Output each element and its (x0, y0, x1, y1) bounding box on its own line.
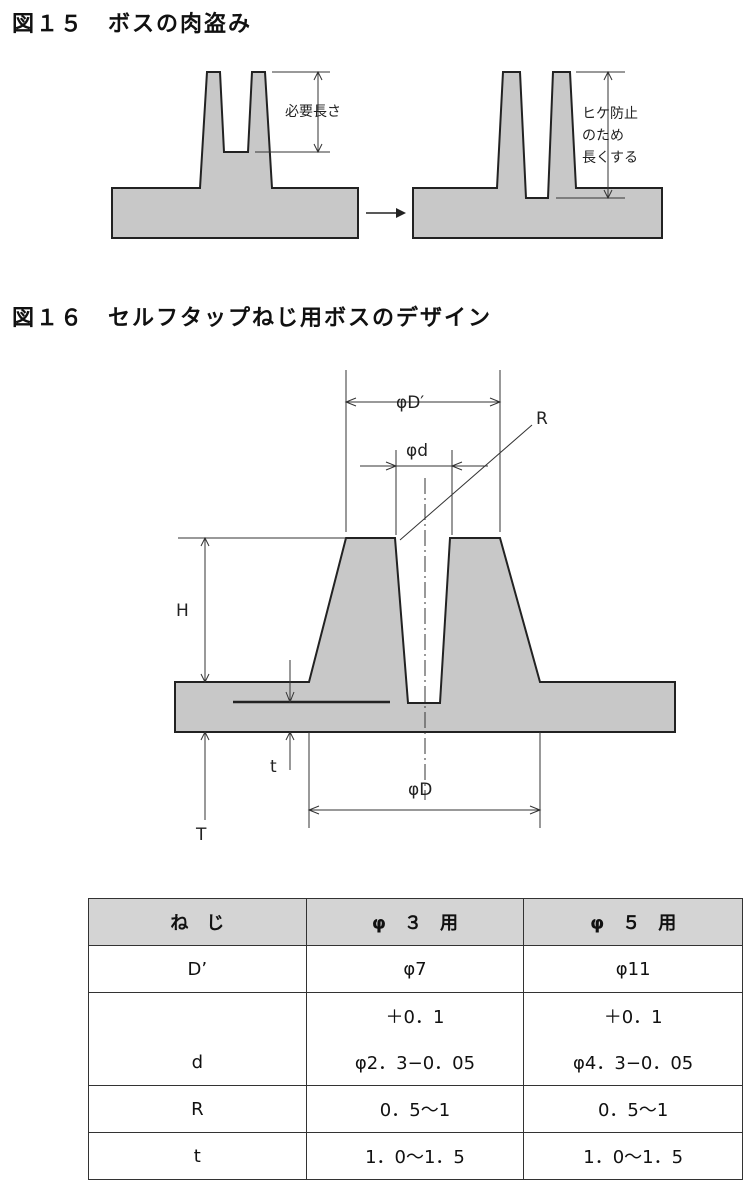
cell-phi5: 0．5〜1 (523, 1085, 743, 1133)
header-phi3: φ ３ 用 (305, 898, 525, 946)
row-label: R (88, 1085, 307, 1133)
cell-phi5-value: φ4．3−0．05 (573, 1053, 694, 1074)
sink-prevention-label: ヒケ防止 のため 長くする (582, 106, 638, 166)
cell-phi3: 0．5〜1 (305, 1085, 525, 1133)
table-row: D’ φ7 φ11 (88, 945, 743, 993)
boss-spec-table: ね じ φ ３ 用 φ ５ 用 D’ φ7 φ11 d ＋0．1 φ2．3−0．… (88, 898, 743, 1180)
header-phi5: φ ５ 用 (523, 898, 743, 946)
transition-arrow (366, 208, 406, 218)
t-label: t (270, 757, 277, 777)
cell-phi5: 1．0〜1．5 (523, 1132, 743, 1180)
svg-text:のため: のため (582, 128, 624, 144)
header-screw: ね じ (88, 898, 307, 946)
cell-phi3-tolerance: ＋0．1 (385, 1007, 445, 1028)
svg-text:ヒケ防止: ヒケ防止 (582, 106, 638, 122)
row-label: d (191, 1051, 204, 1073)
figure-15-diagram: 必要長さ ヒケ防止 のため 長くする (111, 70, 663, 239)
table-header-row: ね じ φ ３ 用 φ ５ 用 (88, 898, 743, 946)
figure-15-title: 図１５ ボスの肉盗み (12, 12, 253, 37)
cell-phi3-value: φ2．3−0．05 (354, 1053, 476, 1074)
outer-d-label: φD (408, 780, 432, 800)
right-boss-shape (412, 71, 663, 239)
figure-16-diagram: φD′ φd R H t φD T (174, 370, 676, 845)
r-leader-line (399, 424, 533, 541)
d-prime-label: φD′ (396, 393, 424, 413)
d-label: φd (406, 441, 428, 461)
table-row: R 0．5〜1 0．5〜1 (88, 1085, 743, 1133)
left-boss-shape (111, 71, 359, 239)
required-length-label: 必要長さ (285, 104, 341, 120)
table-row: t 1．0〜1．5 1．0〜1．5 (88, 1132, 743, 1180)
figure-16-title: 図１６ セルフタップねじ用ボスのデザイン (12, 306, 493, 331)
cell-phi5: φ11 (523, 945, 743, 993)
r-label: R (536, 409, 548, 429)
total-t-label: T (195, 825, 207, 845)
cell-phi5-tolerance: ＋0．1 (603, 1007, 663, 1028)
cell-phi3: 1．0〜1．5 (305, 1132, 525, 1180)
left-required-length-dimension (255, 70, 330, 154)
h-label: H (176, 601, 189, 621)
self-tap-boss-shape (174, 537, 676, 733)
right-sink-prevention-dimension (556, 70, 625, 200)
table-row: d ＋0．1 φ2．3−0．05 ＋0．1 φ4．3−0．05 (88, 992, 743, 1086)
row-label: t (88, 1132, 307, 1180)
svg-text:長くする: 長くする (582, 150, 638, 166)
row-label: D’ (88, 945, 307, 993)
cell-phi3: φ7 (305, 945, 525, 993)
